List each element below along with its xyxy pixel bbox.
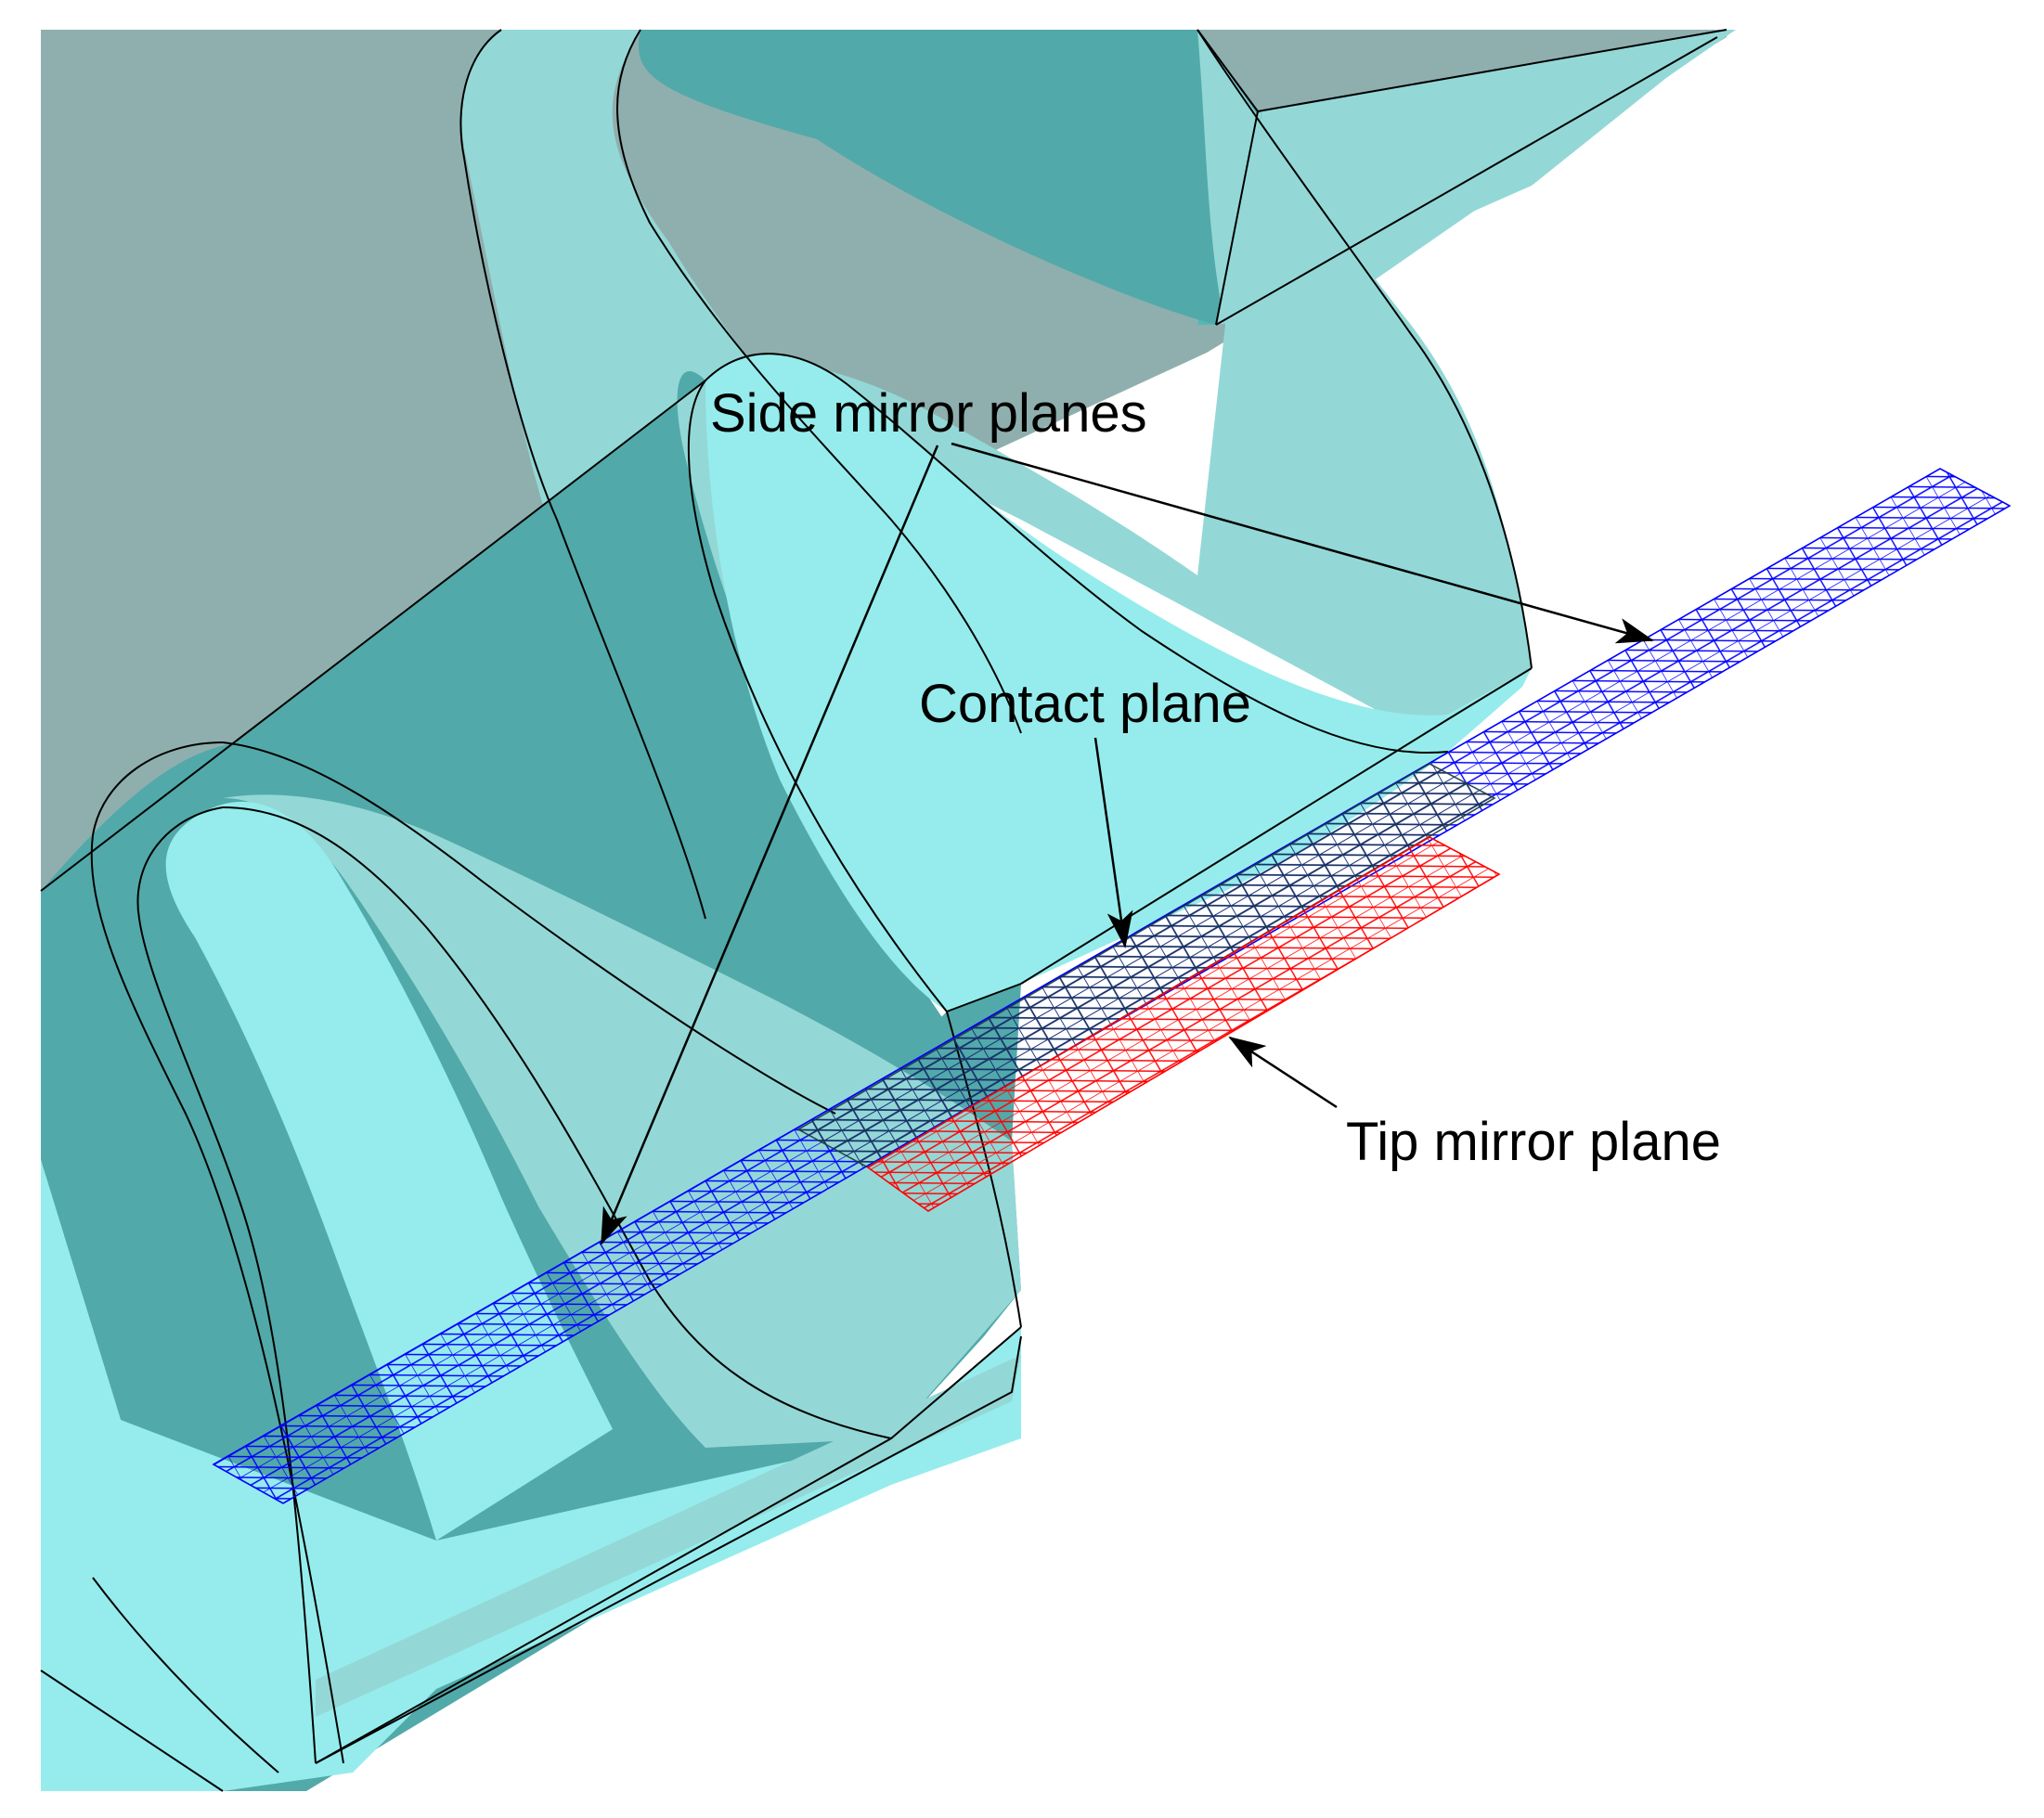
middle-gap-dark [41, 371, 984, 1141]
side-mirror-arrow-right [951, 442, 1654, 644]
tip-mirror-plane-mesh [866, 836, 1501, 1212]
leader-arrows [600, 442, 1654, 1245]
back-tooth-gap [638, 30, 1258, 325]
contact-plane-arrow [1093, 737, 1133, 948]
side-mirror-label: Side mirror planes [710, 383, 1147, 444]
contact-plane-label: Contact plane [919, 674, 1251, 734]
lower-tooth-inner-face [223, 794, 1021, 1448]
tip-mirror-label: Tip mirror plane [1346, 1112, 1721, 1172]
bottom-step-face [316, 1355, 1021, 1717]
side-mirror-arrow-left [600, 445, 939, 1245]
bottom-base-face [41, 1160, 1021, 1791]
contact-plane-mesh [796, 763, 1496, 1168]
center-tooth-flank [705, 354, 1532, 1012]
tip-mirror-arrow [1228, 1036, 1338, 1109]
